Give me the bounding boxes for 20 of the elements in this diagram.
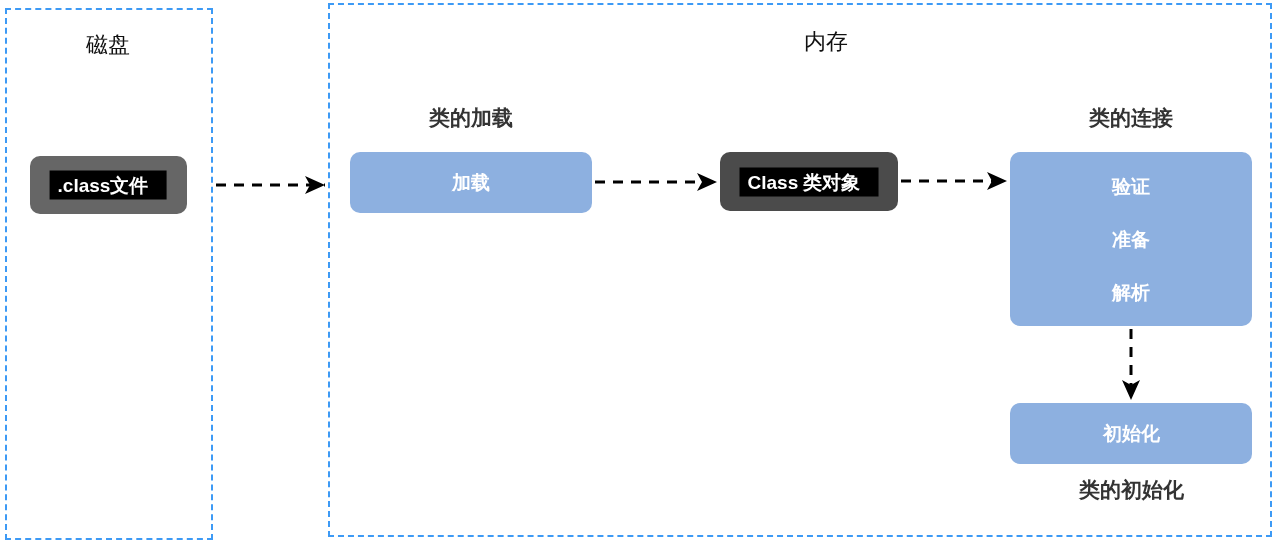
box-heading: 类的加载	[429, 105, 513, 131]
box-label: 初始化	[1102, 422, 1160, 446]
box-label: .class文件	[49, 170, 167, 200]
step-label: 解析	[1112, 281, 1150, 305]
arrow	[901, 172, 1007, 190]
file-box	[30, 156, 187, 214]
step-label: 准备	[1112, 228, 1150, 252]
dashed-panel	[5, 8, 213, 540]
step-label: 验证	[1112, 175, 1150, 199]
panel-title: 内存	[804, 28, 848, 56]
panel-title: 磁盘	[86, 31, 130, 59]
box-heading: 类的连接	[1089, 105, 1173, 131]
arrow	[216, 176, 325, 194]
box-caption: 类的初始化	[1078, 477, 1184, 503]
arrow	[595, 173, 717, 191]
box-label: 加载	[452, 171, 490, 195]
dashed-panel	[328, 3, 1272, 537]
arrow	[1122, 329, 1140, 400]
box-label: Class 类对象	[739, 167, 879, 197]
object-box	[720, 152, 898, 211]
